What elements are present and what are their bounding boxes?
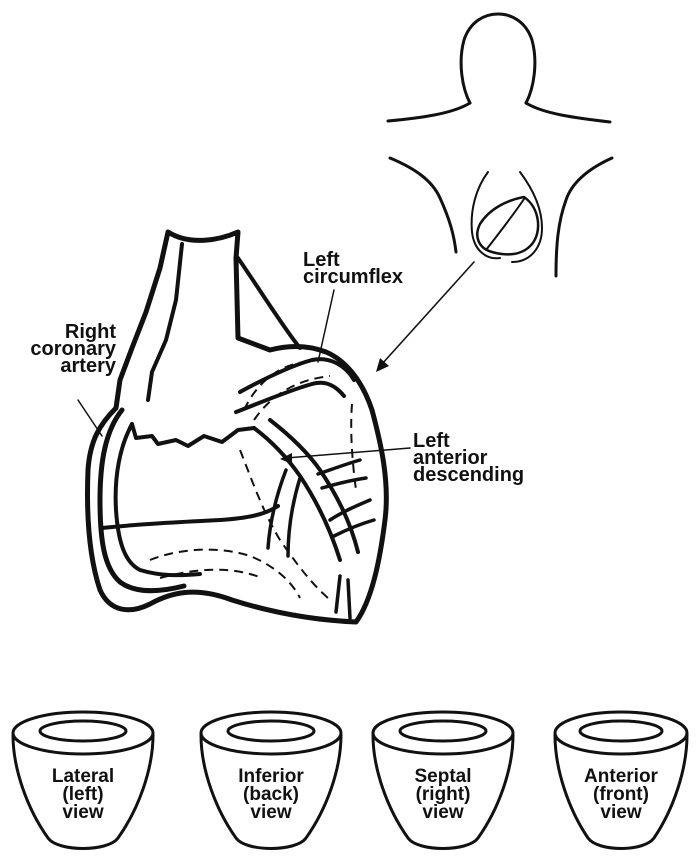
right-ventricle-edge <box>102 506 278 528</box>
heart-illustration <box>78 232 410 622</box>
small-heart-groove <box>486 199 524 250</box>
view-septal-line-3: view <box>422 802 463 823</box>
rca-label-line-3: artery <box>60 355 116 377</box>
view-cup-septal: Septal (right) view <box>373 712 513 849</box>
hidden-septal <box>351 404 356 490</box>
lcx-label-line-2: circumflex <box>303 266 403 288</box>
small-heart-icon <box>477 197 538 254</box>
view-cup-inferior: Inferior (back) view <box>201 712 341 849</box>
av-groove <box>132 424 254 446</box>
left-circumflex-artery <box>236 359 354 412</box>
pulmonary-trunk <box>238 258 300 348</box>
torso-right-outline <box>556 158 612 276</box>
left-circumflex-label: Left circumflex <box>303 249 403 288</box>
lad-branch-1 <box>268 470 300 556</box>
view-inferior-line-3: view <box>250 802 291 823</box>
body-silhouette <box>388 14 612 276</box>
chest-cavity-outline <box>472 172 542 262</box>
view-lateral-line-3: view <box>62 802 103 823</box>
view-cup-lateral: Lateral (left) view <box>13 712 153 849</box>
torso-left-outline <box>390 158 456 252</box>
lad-label: Left anterior descending <box>413 430 524 486</box>
lad-branch-4 <box>336 576 350 618</box>
lad-branch-2 <box>318 460 366 488</box>
right-coronary-label: Right coronary artery <box>30 321 116 377</box>
aorta-edge <box>148 244 182 400</box>
rca-leader <box>78 400 102 436</box>
shoulders-line <box>388 103 610 122</box>
head-outline <box>461 14 535 103</box>
view-cup-anterior: Anterior (front) view <box>555 712 687 849</box>
view-anterior-line-3: view <box>600 802 641 823</box>
lad-label-line-3: descending <box>413 464 524 486</box>
